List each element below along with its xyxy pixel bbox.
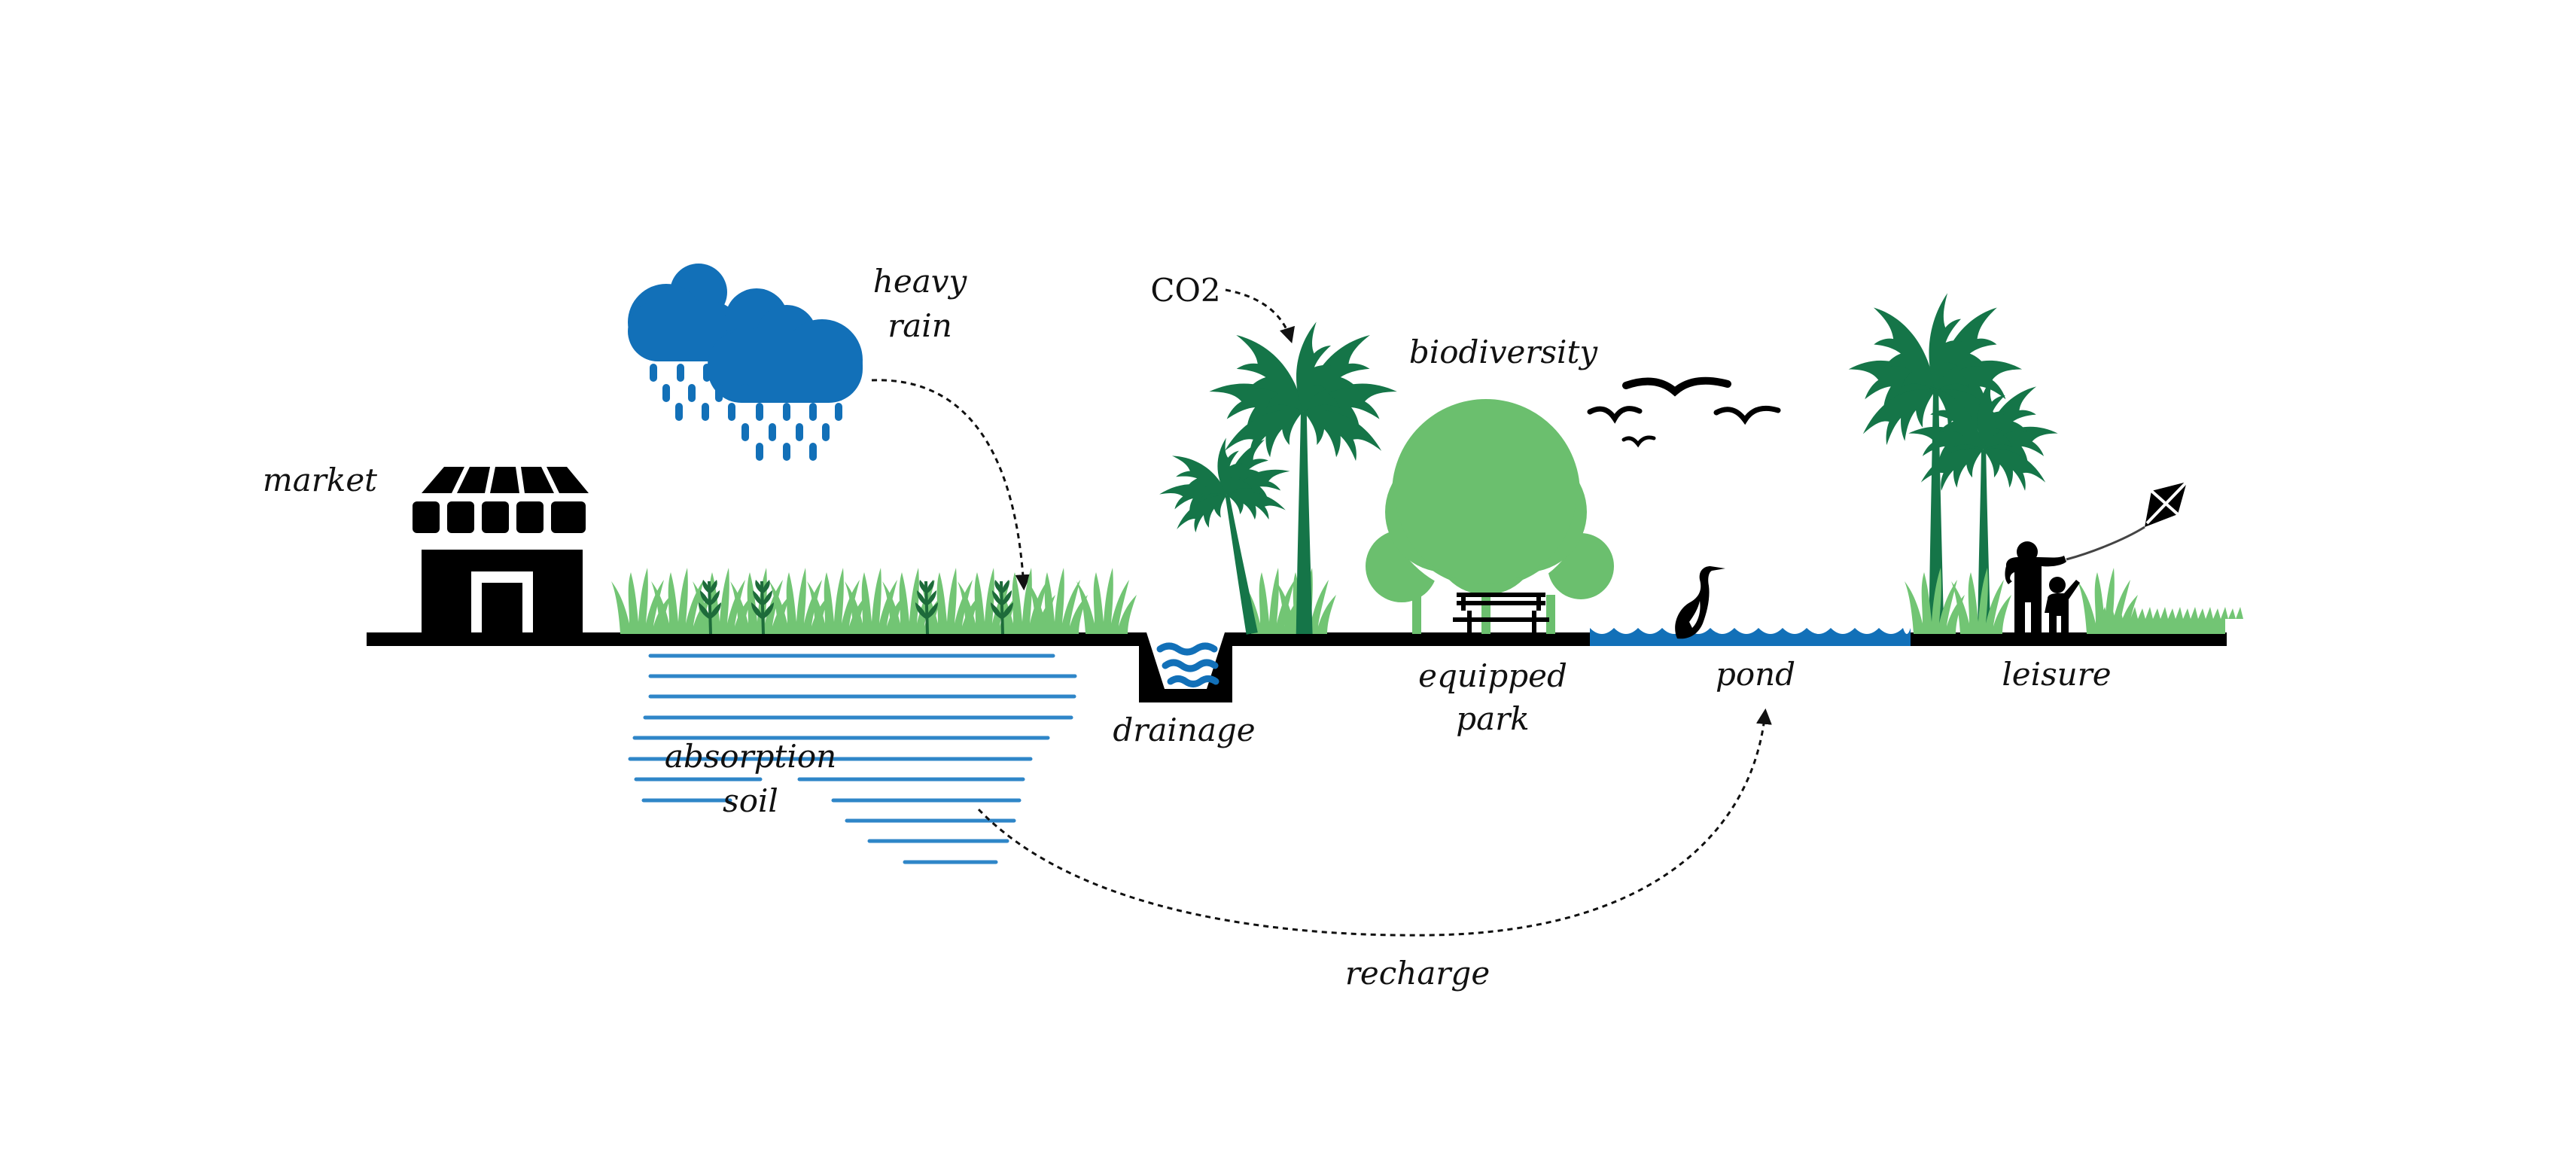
- co2-flow-arrow: [1225, 288, 1296, 344]
- rain-flow-arrow: [871, 379, 1031, 591]
- grass-icon: [1242, 568, 1336, 634]
- ground-line: [367, 632, 2227, 646]
- flying-birds-icon: [1587, 376, 1781, 448]
- label-soil: soil: [723, 782, 778, 819]
- drainage-channel-icon: [1139, 632, 1232, 702]
- pond-water-icon: [1590, 628, 1911, 646]
- label-biodiversity: biodiversity: [1409, 334, 1598, 370]
- label-co2: CO2: [1150, 272, 1220, 309]
- deciduous-tree-icon: [1366, 392, 1614, 634]
- cormorant-bird-icon: [1675, 566, 1725, 639]
- label-pond: pond: [1716, 656, 1795, 693]
- kite-icon: [2145, 480, 2188, 527]
- label-recharge: recharge: [1345, 955, 1490, 992]
- grass-icon: [611, 568, 1137, 634]
- label-rain: rain: [888, 307, 952, 344]
- label-absorption: absorption: [665, 738, 836, 775]
- label-drainage: drainage: [1113, 712, 1255, 748]
- label-equipped: equipped: [1418, 657, 1567, 694]
- grass-icon: [1905, 568, 2243, 634]
- adult-child-kite-icon: [2005, 526, 2145, 634]
- market-stall-icon: [413, 467, 589, 634]
- absorption-soil-lines: [628, 654, 1077, 864]
- label-park: park: [1456, 700, 1529, 737]
- rain-cloud-icon: [628, 264, 863, 461]
- label-market: market: [263, 462, 377, 498]
- label-heavy: heavy: [873, 263, 968, 300]
- label-leisure: leisure: [2002, 656, 2111, 693]
- park-bench-icon: [1453, 593, 1549, 634]
- recharge-flow-arrow: [977, 708, 1772, 937]
